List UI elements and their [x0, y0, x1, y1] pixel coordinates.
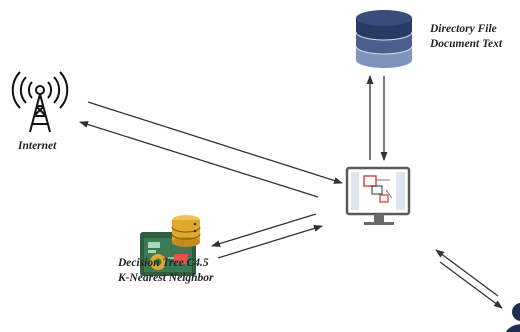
arrow-algorithms-to-computer	[217, 225, 323, 259]
directory-label: Directory File Document Text	[430, 22, 502, 52]
directory-label-line-1: Directory File	[430, 23, 497, 35]
arrow-computer-to-internet	[79, 121, 319, 198]
algorithms-label-line-2: K-Nearest Neighbor	[118, 272, 214, 284]
database-icon	[355, 10, 413, 68]
algorithms-label: Decision Tree C4.5 K-Nearest Neighbor	[118, 256, 214, 286]
user-icon	[506, 303, 520, 332]
arrow-internet-to-computer	[87, 101, 343, 184]
algorithms-label-line-1: Decision Tree C4.5	[118, 257, 209, 269]
internet-label: Internet	[18, 140, 57, 152]
arrow-user-to-computer	[435, 249, 499, 297]
desktop-monitor-icon	[345, 166, 411, 225]
radio-tower-icon	[11, 71, 69, 133]
arrow-computer-to-user	[439, 261, 503, 309]
directory-label-line-2: Document Text	[430, 38, 503, 50]
arrow-computer-to-algorithms	[211, 213, 317, 247]
server-gear-icon	[140, 215, 201, 276]
